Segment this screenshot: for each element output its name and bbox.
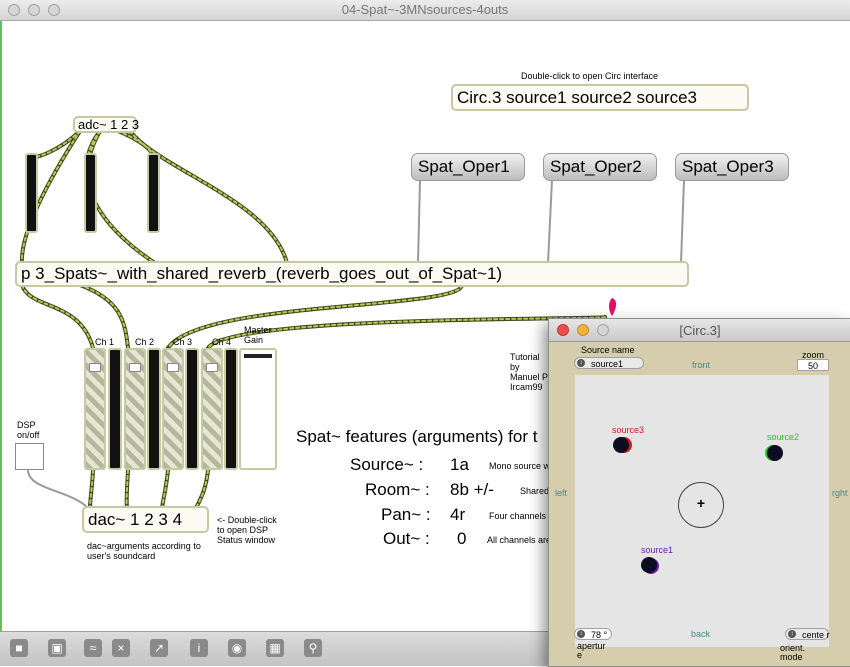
circ-minimize-button[interactable] — [577, 324, 589, 336]
updown-icon: ↕ — [788, 630, 796, 638]
ch3-label: Ch 3 — [173, 337, 193, 347]
zoom-field[interactable]: 50 — [797, 359, 829, 371]
adc-object-text: adc~ 1 2 3 — [78, 117, 140, 132]
chart-icon[interactable]: ↗ — [150, 639, 168, 657]
dac-object-text: dac~ 1 2 3 4 — [88, 510, 183, 529]
orient-mode-menu[interactable]: ↕ cente r — [785, 628, 830, 640]
grid-icon[interactable]: ▦ — [266, 639, 284, 657]
updown-icon: ↕ — [577, 359, 585, 367]
aperture-label: apertur e — [577, 641, 606, 660]
left-label: left — [555, 488, 568, 498]
master-gain-slider[interactable] — [239, 348, 277, 470]
connection-icon[interactable]: ◉ — [228, 639, 246, 657]
patch-cords-icon[interactable]: ≈ — [84, 639, 102, 657]
front-label: front — [692, 360, 711, 370]
feature-pan-desc: Four channels i — [489, 511, 551, 521]
spat-oper3-button[interactable]: Spat_Oper3 — [675, 153, 789, 181]
source3-marker[interactable] — [613, 437, 629, 453]
input-meter-1 — [25, 153, 38, 233]
input-meter-3 — [147, 153, 160, 233]
feature-source-value: 1a — [450, 455, 469, 474]
orient-mode-label: orient. mode — [780, 643, 806, 662]
input-meter-2 — [84, 153, 97, 233]
info-icon[interactable]: i — [190, 639, 208, 657]
adc-object[interactable]: adc~ 1 2 3 — [73, 116, 140, 133]
cord-marker-icon — [609, 298, 617, 316]
minimize-window-button[interactable] — [28, 4, 40, 16]
feature-out-desc: All channels are — [487, 535, 552, 545]
ch4-gain-slider[interactable] — [201, 348, 223, 470]
ch1-meter — [108, 348, 122, 470]
lock-icon[interactable]: ■ — [10, 639, 28, 657]
circ-pan-area[interactable]: + source3 source2 source1 — [575, 375, 829, 647]
circ-titlebar: [Circ.3] — [549, 319, 850, 342]
circ-window: [Circ.3] Source name ↕ source1 zoom 50 f… — [548, 318, 850, 667]
zoom-window-button[interactable] — [48, 4, 60, 16]
center-marker-icon: + — [696, 495, 706, 511]
source-name-menu[interactable]: ↕ source1 — [574, 357, 644, 369]
source1-marker[interactable] — [641, 557, 657, 573]
circ-body: Source name ↕ source1 zoom 50 front + so… — [549, 342, 850, 666]
feature-pan-value: 4r — [450, 505, 466, 524]
listener-circle: + — [678, 482, 724, 528]
window-title: 04-Spat~-3MNsources-4outs — [341, 2, 509, 17]
circ-title: [Circ.3] — [679, 323, 721, 338]
ch1-gain-slider[interactable] — [84, 348, 106, 470]
canvas-edge-line — [0, 21, 2, 631]
feature-pan-name: Pan~ : — [381, 505, 431, 524]
ch1-label: Ch 1 — [95, 337, 115, 347]
circ-object-text: Circ.3 source1 source2 source3 — [457, 88, 698, 107]
source-name-label: Source name — [581, 345, 635, 355]
spats-subpatcher-text: p 3_Spats~_with_shared_reverb_(reverb_go… — [21, 264, 503, 283]
feature-room-name: Room~ : — [365, 480, 430, 499]
feature-room-desc: Shared — [520, 486, 550, 496]
spat-oper1-button[interactable]: Spat_Oper1 — [411, 153, 525, 181]
feature-out-name: Out~ : — [383, 529, 430, 548]
zoom-label: zoom — [802, 350, 825, 360]
ch2-meter — [147, 348, 161, 470]
dac-hint: <- Double-click to open DSP Status windo… — [217, 515, 277, 545]
circ-zoom-button[interactable] — [597, 324, 609, 336]
spats-subpatcher[interactable]: p 3_Spats~_with_shared_reverb_(reverb_go… — [15, 261, 689, 287]
source2-label: source2 — [767, 432, 800, 442]
back-label: back — [691, 629, 711, 639]
ch3-gain-slider[interactable] — [162, 348, 184, 470]
source-name-value: source1 — [591, 359, 624, 369]
circ-object[interactable]: Circ.3 source1 source2 source3 — [451, 84, 749, 111]
feature-source-desc: Mono source w — [489, 461, 551, 471]
zoom-value: 50 — [808, 361, 819, 371]
close-window-button[interactable] — [8, 4, 20, 16]
presentation-icon[interactable]: ▣ — [48, 639, 66, 657]
master-gain-label: Master Gain — [244, 325, 272, 345]
zoom-icon[interactable]: ⚲ — [304, 639, 322, 657]
dsp-toggle[interactable] — [15, 443, 44, 470]
close-icon[interactable]: × — [112, 639, 130, 657]
center-value: cente r — [802, 630, 830, 640]
feature-out-value: 0 — [457, 529, 467, 548]
spat-oper2-button[interactable]: Spat_Oper2 — [543, 153, 657, 181]
source2-marker[interactable] — [767, 445, 783, 461]
ch2-label: Ch 2 — [135, 337, 155, 347]
aperture-field[interactable]: ↕ 78 ° — [574, 628, 612, 640]
circ-close-button[interactable] — [557, 324, 569, 336]
dac-note: dac~arguments according to user's soundc… — [87, 541, 201, 561]
ch4-label: Ch 4 — [212, 337, 232, 347]
ch4-meter — [224, 348, 238, 470]
source1-label: source1 — [641, 545, 674, 555]
circ-hint-label: Double-click to open Circ interface — [521, 71, 659, 81]
window-titlebar: 04-Spat~-3MNsources-4outs — [0, 0, 850, 21]
dsp-label: DSP on/off — [17, 420, 40, 440]
feature-source-name: Source~ : — [350, 455, 424, 474]
aperture-value: 78 ° — [591, 630, 608, 640]
updown-icon: ↕ — [577, 630, 585, 638]
dac-object[interactable]: dac~ 1 2 3 4 — [82, 506, 209, 533]
tutorial-credit: Tutorial by Manuel P Ircam99 — [510, 352, 548, 392]
ch3-meter — [185, 348, 199, 470]
feature-room-value: 8b +/- — [450, 480, 494, 499]
source3-label: source3 — [612, 425, 645, 435]
right-label: rght — [832, 488, 848, 498]
ch2-gain-slider[interactable] — [124, 348, 146, 470]
features-heading: Spat~ features (arguments) for t — [296, 427, 538, 446]
